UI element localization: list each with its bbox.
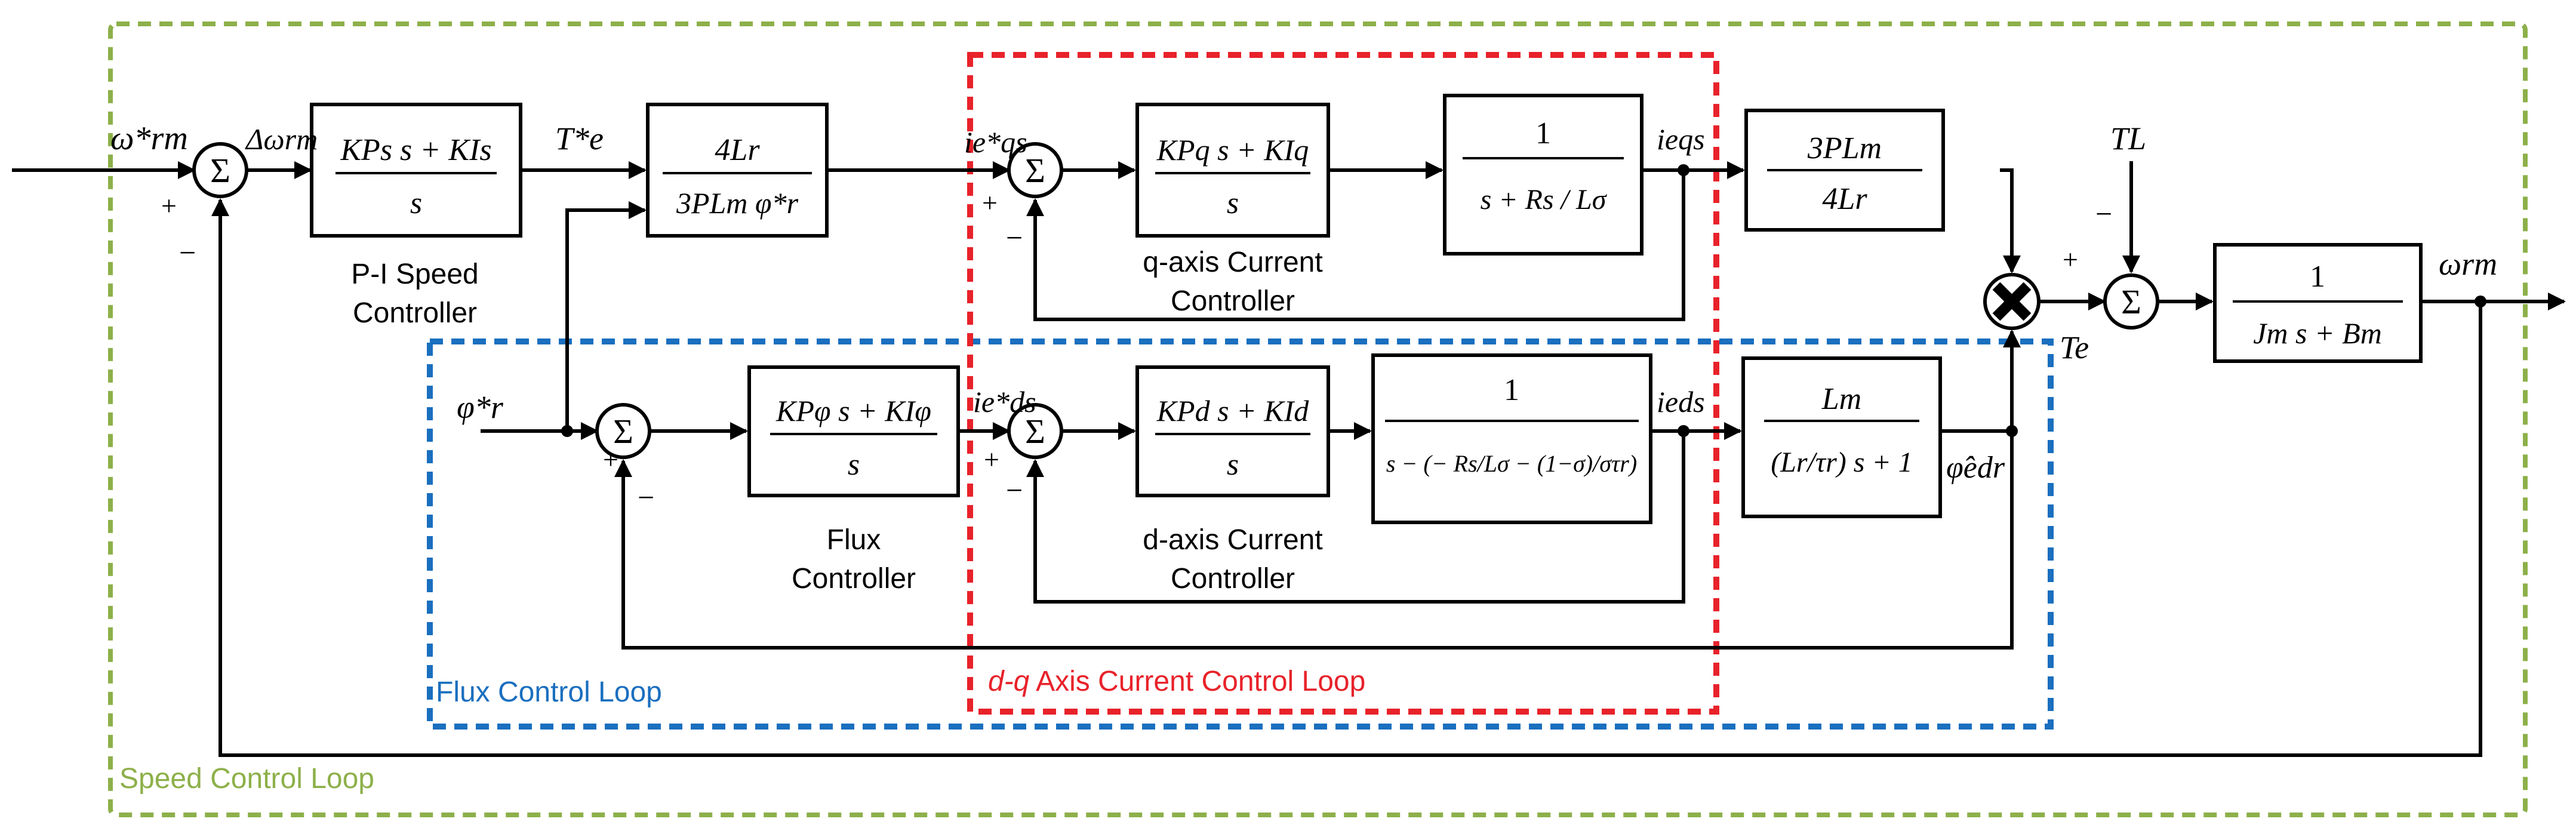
signal-flux-est: φ̂edr xyxy=(1946,451,2005,485)
wire-speed-feedback xyxy=(211,198,2482,757)
sum-torque: Σ xyxy=(2103,273,2159,330)
sign-minus: − xyxy=(1006,221,1023,254)
tf-denominator: s xyxy=(1227,448,1239,482)
junction-ids xyxy=(1678,425,1689,437)
signal-iqs: ieqs xyxy=(1657,122,1705,156)
current-loop-label: d-q Axis Current Control Loop xyxy=(988,666,1365,697)
caption-d-controller: Controller xyxy=(1171,563,1295,595)
tf-denominator: 3PLm φ*r xyxy=(676,186,799,220)
block-d-pi: KPd s + KId s xyxy=(1135,365,1330,497)
signal-speed-error: Δωrm xyxy=(245,122,318,156)
block-torque-to-iq: 4Lr 3PLm φ*r xyxy=(646,103,829,238)
tf-numerator: KPs s + KIs xyxy=(340,133,491,167)
signal-speed-out: ωrm xyxy=(2439,246,2497,282)
block-flux-tf: Lm (Lr/τr) s + 1 xyxy=(1741,356,1942,518)
signal-torque-ref: T*e xyxy=(555,121,604,156)
sum-speed: Σ xyxy=(192,142,248,198)
caption-flux-controller: Flux xyxy=(827,524,881,556)
caption-d-controller: d-axis Current xyxy=(1143,524,1322,556)
tf-denominator: (Lr/τr) s + 1 xyxy=(1771,447,1913,478)
sum-q-current: Σ xyxy=(1007,142,1063,198)
tf-numerator: 1 xyxy=(2310,260,2325,294)
caption-q-controller: q-axis Current xyxy=(1143,247,1322,278)
block-q-pi: KPq s + KIq s xyxy=(1135,103,1330,238)
speed-loop-boundary xyxy=(108,21,2528,817)
signal-flux-ref: φ*r xyxy=(457,389,504,425)
current-loop-boundary xyxy=(967,52,1719,715)
sum-symbol: Σ xyxy=(1025,151,1045,190)
tf-numerator: KPφ s + KIφ xyxy=(775,394,931,427)
tf-numerator: Lm xyxy=(1821,382,1861,416)
wire-iqs-feedback xyxy=(1026,170,1685,321)
tf-numerator: 3PLm xyxy=(1807,131,1882,165)
sum-symbol: Σ xyxy=(210,151,230,190)
tf-denominator: 4Lr xyxy=(1822,182,1867,216)
junction-flux-ref xyxy=(561,425,573,437)
tf-numerator: 4Lr xyxy=(715,133,760,167)
sum-symbol: Σ xyxy=(2121,282,2141,321)
block-q-plant: 1 s + Rs / Lσ xyxy=(1443,94,1644,256)
tf-denominator: s − (− Rs/Lσ − (1−σ)/στr) xyxy=(1386,450,1637,477)
signal-ids: ieds xyxy=(1657,385,1705,418)
signal-load-torque: TL xyxy=(2110,121,2146,156)
caption-speed-controller: Controller xyxy=(353,297,477,329)
junction-iqs xyxy=(1678,164,1689,176)
wire-flux-ref-branch xyxy=(565,201,647,431)
signal-ids-ref: ie*ds xyxy=(973,385,1036,418)
wire-ids-feedback xyxy=(1026,431,1685,604)
sign-minus: − xyxy=(2095,197,2112,230)
sign-plus: + xyxy=(603,444,618,475)
sign-plus: + xyxy=(982,187,998,218)
sign-minus: − xyxy=(179,236,196,269)
sum-symbol: Σ xyxy=(1025,412,1045,451)
signal-iqs-ref: ie*qs xyxy=(964,125,1027,159)
sign-minus: − xyxy=(1006,473,1023,507)
tf-numerator: KPd s + KId xyxy=(1156,394,1310,427)
current-loop-label-italic: d-q xyxy=(988,666,1030,697)
wire-te-path xyxy=(2000,168,2021,273)
block-iq-to-torque: 3PLm 4Lr xyxy=(1744,109,1945,232)
current-loop-label-rest: Axis Current Control Loop xyxy=(1029,666,1365,697)
flux-loop-label: Flux Control Loop xyxy=(436,676,662,708)
tf-numerator: 1 xyxy=(1535,116,1551,150)
caption-flux-controller: Controller xyxy=(792,563,916,595)
junction-flux-est xyxy=(2006,425,2018,437)
tf-denominator: s xyxy=(1227,186,1239,220)
block-mechanical: 1 Jm s + Bm xyxy=(2213,243,2423,363)
tf-denominator: s xyxy=(848,448,860,482)
signal-torque: Te xyxy=(2060,330,2089,365)
tf-denominator: s xyxy=(410,186,422,220)
sum-flux: Σ xyxy=(595,403,651,459)
junction-speed xyxy=(2475,296,2486,307)
tf-denominator: Jm s + Bm xyxy=(2253,316,2382,350)
sign-plus: + xyxy=(984,444,999,475)
caption-speed-controller: P-I Speed xyxy=(351,258,478,290)
tf-numerator: KPq s + KIq xyxy=(1156,133,1309,167)
speed-loop-label: Speed Control Loop xyxy=(119,763,374,795)
flux-loop-boundary xyxy=(427,338,2054,730)
block-d-plant: 1 s − (− Rs/Lσ − (1−σ)/στr) xyxy=(1371,353,1652,524)
sign-plus: + xyxy=(2063,244,2078,275)
wire-flux-feedback xyxy=(614,431,2014,650)
block-flux-pi: KPφ s + KIφ s xyxy=(747,365,960,497)
caption-q-controller: Controller xyxy=(1171,285,1295,317)
tf-numerator: 1 xyxy=(1504,373,1519,407)
sum-d-current: Σ xyxy=(1007,403,1063,459)
multiplier-icon xyxy=(1983,273,2041,330)
sign-plus: + xyxy=(161,190,177,221)
signal-speed-ref: ω*rm xyxy=(110,120,188,157)
block-speed-pi: KPs s + KIs s xyxy=(310,103,522,238)
sum-symbol: Σ xyxy=(613,412,633,451)
sign-minus: − xyxy=(638,481,654,514)
tf-denominator: s + Rs / Lσ xyxy=(1481,184,1608,216)
